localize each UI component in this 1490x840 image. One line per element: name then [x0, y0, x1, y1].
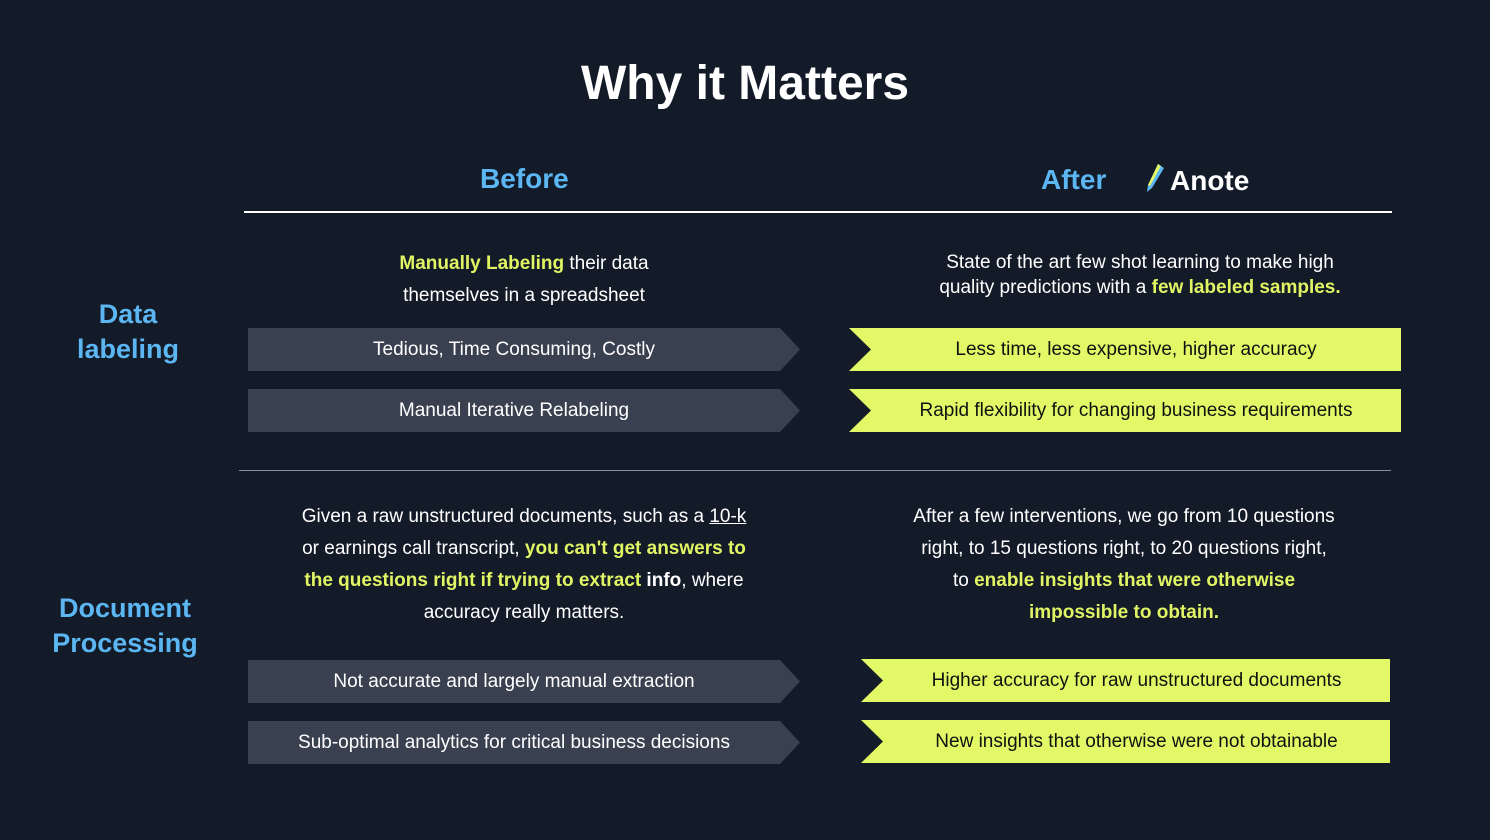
- before-point: Sub-optimal analytics for critical busin…: [248, 721, 800, 764]
- after-point: Less time, less expensive, higher accura…: [849, 328, 1401, 371]
- after-point: Higher accuracy for raw unstructured doc…: [861, 659, 1390, 702]
- after-column-header: After: [1041, 164, 1107, 195]
- after-point: New insights that otherwise were not obt…: [861, 720, 1390, 763]
- desc-text: accuracy really matters.: [423, 602, 625, 623]
- before-column-header: Before: [480, 163, 569, 194]
- desc-text: or earnings call transcript,: [302, 538, 525, 559]
- after-description-document-processing: After a few interventions, we go from 10…: [854, 501, 1394, 629]
- pen-nib-icon: [1142, 162, 1166, 199]
- page-title: Why it Matters: [580, 57, 910, 110]
- header-divider: [244, 211, 1392, 213]
- before-point: Not accurate and largely manual extracti…: [248, 660, 800, 703]
- after-description-data-labeling: State of the art few shot learning to ma…: [860, 250, 1420, 300]
- row-label-line: Processing: [52, 628, 198, 658]
- brand-name: Anote: [1170, 164, 1250, 196]
- row-label-line: Document: [58, 593, 191, 623]
- desc-text: right, to 15 questions right, to 20 ques…: [921, 538, 1327, 559]
- desc-text: , where: [681, 570, 744, 591]
- before-point: Tedious, Time Consuming, Costly: [248, 328, 800, 371]
- highlight-text: the questions right if trying to extract: [304, 570, 642, 591]
- after-point: Rapid flexibility for changing business …: [849, 389, 1401, 432]
- desc-text: quality predictions with a: [939, 277, 1152, 298]
- before-description-document-processing: Given a raw unstructured documents, such…: [254, 501, 794, 629]
- row-label-document-processing: Document Processing: [15, 591, 235, 661]
- desc-text: After a few interventions, we go from 10…: [913, 506, 1335, 527]
- row-label-line: labeling: [76, 334, 179, 364]
- desc-text: State of the art few shot learning to ma…: [946, 252, 1334, 273]
- desc-text: info: [641, 570, 682, 591]
- desc-text: to: [952, 570, 975, 591]
- highlight-text: impossible to obtain.: [1028, 602, 1219, 623]
- before-point: Manual Iterative Relabeling: [248, 389, 800, 432]
- row-label-line: Data: [98, 299, 158, 329]
- brand-logo: Anote: [1142, 162, 1249, 199]
- highlight-text: Manually Labeling: [399, 253, 565, 274]
- highlight-text: few labeled samples.: [1151, 277, 1341, 298]
- desc-text: Given a raw unstructured documents, such…: [301, 506, 710, 527]
- desc-text: themselves in a spreadsheet: [403, 285, 645, 306]
- before-description-data-labeling: Manually Labeling their data themselves …: [274, 248, 774, 312]
- underlined-text: 10-k: [709, 506, 747, 527]
- row-label-data-labeling: Data labeling: [18, 297, 238, 367]
- desc-text: their data: [564, 253, 649, 274]
- highlight-text: enable insights that were otherwise: [974, 570, 1296, 591]
- section-divider: [239, 470, 1391, 471]
- highlight-text: you can't get answers to: [524, 538, 746, 559]
